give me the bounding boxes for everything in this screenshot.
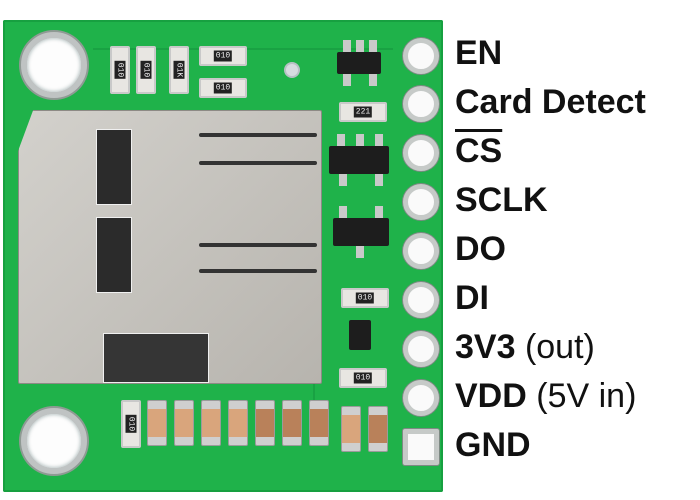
resistor-r5: 010	[199, 78, 247, 98]
resistor-r9: 010	[121, 400, 141, 448]
ic-sot223-b	[333, 218, 389, 246]
ic-sot23-5	[337, 52, 381, 74]
pin-pad-cs	[403, 135, 439, 171]
card-eject-latch	[103, 333, 209, 383]
pin-label-cs: CS	[455, 132, 503, 170]
resistor-r8: 010	[339, 368, 387, 388]
capacitor	[282, 400, 302, 446]
socket-rail	[199, 269, 317, 273]
pin-pad-di	[403, 282, 439, 318]
pin-pad-sclk	[403, 184, 439, 220]
capacitor	[255, 400, 275, 446]
ic-leg	[343, 40, 351, 52]
pin-label-di: DI	[455, 279, 489, 317]
ic-leg	[339, 174, 347, 186]
ic-leg	[343, 74, 351, 86]
capacitor	[309, 400, 329, 446]
pcb-board: 010 010 01K 010 010 221 010 010 010	[3, 20, 443, 492]
resistor-r7: 010	[341, 288, 389, 308]
mounting-hole-bottom-left	[21, 408, 87, 474]
capacitor	[174, 400, 194, 446]
pin-label-do: DO	[455, 230, 506, 268]
microsd-socket	[18, 110, 322, 384]
ic-leg	[369, 40, 377, 52]
pin-pad-gnd	[403, 429, 439, 465]
pin-pad-3v3	[403, 331, 439, 367]
capacitor	[201, 400, 221, 446]
pin-label-gnd: GND	[455, 426, 531, 464]
resistor-r1: 010	[110, 46, 130, 94]
socket-window	[96, 129, 132, 205]
resistor-r4: 010	[199, 46, 247, 66]
pin-pad-en	[403, 38, 439, 74]
ic-leg	[337, 134, 345, 146]
socket-rail	[199, 133, 317, 137]
ic-sot23-6	[349, 320, 371, 350]
resistor-r2: 010	[136, 46, 156, 94]
capacitor	[147, 400, 167, 446]
pin-pad-card-detect	[403, 86, 439, 122]
socket-window	[96, 217, 132, 293]
capacitor	[228, 400, 248, 446]
ic-leg	[356, 40, 364, 52]
socket-rail	[199, 243, 317, 247]
pin-label-card-detect: Card Detect	[455, 83, 646, 121]
socket-rail	[199, 161, 317, 165]
ic-leg	[375, 174, 383, 186]
via	[284, 62, 300, 78]
capacitor	[368, 406, 388, 452]
ic-leg	[369, 74, 377, 86]
mounting-hole-top-left	[21, 32, 87, 98]
pin-label-sclk: SCLK	[455, 181, 548, 219]
ic-leg	[356, 246, 364, 258]
resistor-r3: 01K	[169, 46, 189, 94]
ic-leg	[356, 134, 364, 146]
pin-label-en: EN	[455, 34, 503, 72]
pin-label-vdd: VDD (5V in)	[455, 377, 637, 415]
pin-pad-vdd	[403, 380, 439, 416]
ic-leg	[339, 206, 347, 218]
ic-leg	[375, 134, 383, 146]
pin-pad-do	[403, 233, 439, 269]
ic-leg	[375, 206, 383, 218]
pin-label-3v3: 3V3 (out)	[455, 328, 595, 366]
capacitor	[341, 406, 361, 452]
resistor-r6: 221	[339, 102, 387, 122]
ic-sot223-a	[329, 146, 389, 174]
